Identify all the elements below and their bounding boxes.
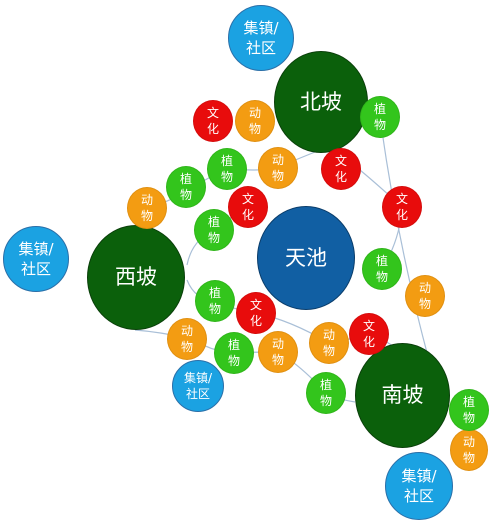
culture-node-6: 文 化 [349,313,389,355]
plant-node-2: 植 物 [207,148,247,190]
plant-node-1: 植 物 [360,96,400,138]
culture-node-5: 文 化 [236,292,276,334]
animal-node-8: 动 物 [450,429,488,471]
plant-node-9: 植 物 [449,389,489,431]
south-slope-node: 南坡 [355,343,450,448]
plant-node-6: 植 物 [195,280,235,322]
town-node-small: 集镇/ 社区 [172,360,224,412]
plant-node-7: 植 物 [214,332,254,374]
animal-node-4: 动 物 [405,275,445,317]
culture-node-1: 文 化 [193,100,233,142]
animal-node-7: 动 物 [258,331,298,373]
animal-node-3: 动 物 [127,187,167,229]
connection-line [379,116,433,371]
west-slope-node: 西坡 [87,225,185,330]
plant-node-5: 植 物 [362,248,402,290]
culture-node-3: 文 化 [228,186,268,228]
animal-node-5: 动 物 [167,318,207,360]
town-node-top: 集镇/ 社区 [228,5,294,71]
culture-node-2: 文 化 [321,148,361,190]
animal-node-6: 动 物 [309,322,349,364]
culture-node-4: 文 化 [382,186,422,228]
animal-node-1: 动 物 [235,100,275,142]
north-slope-node: 北坡 [274,51,368,153]
tianchi-lake-node: 天池 [257,206,355,310]
plant-node-3: 植 物 [166,166,206,208]
town-node-left: 集镇/ 社区 [3,226,69,292]
town-node-bottom: 集镇/ 社区 [385,452,453,520]
plant-node-4: 植 物 [194,209,234,251]
plant-node-8: 植 物 [306,372,346,414]
animal-node-2: 动 物 [258,147,298,189]
